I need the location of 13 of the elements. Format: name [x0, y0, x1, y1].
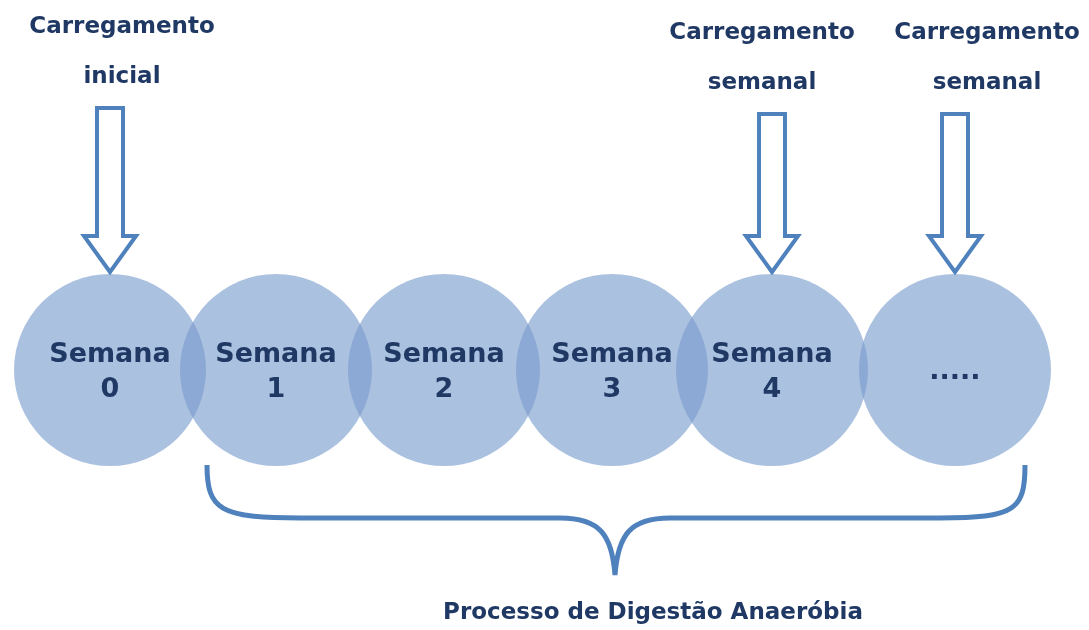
- week-label: .....: [928, 353, 982, 388]
- week-label: Semana 4: [710, 335, 834, 405]
- process-caption: Processo de Digestão Anaeróbia: [443, 598, 863, 624]
- week-label: Semana 0: [48, 335, 172, 405]
- block-arrow: [80, 106, 140, 276]
- week-label: Semana 2: [382, 335, 506, 405]
- loading-label: Carregamento semanal: [893, 17, 1081, 96]
- loading-label: Carregamento semanal: [668, 17, 856, 96]
- week-label: Semana 1: [214, 335, 338, 405]
- block-arrow: [925, 112, 985, 276]
- week-label: Semana 3: [550, 335, 674, 405]
- loading-label: Carregamento inicial: [28, 11, 216, 90]
- block-arrow: [742, 112, 802, 276]
